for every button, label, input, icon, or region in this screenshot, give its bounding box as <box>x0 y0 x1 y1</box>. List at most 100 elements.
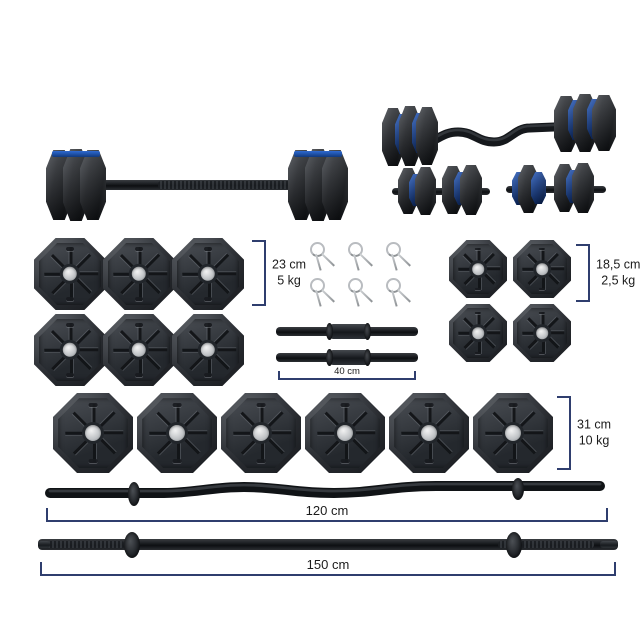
product-title: Adjustable barbell and dumbbell weight s… <box>0 21 1 22</box>
straight-bar-tip-right <box>600 541 618 548</box>
dimension-weight-label: 10 kg <box>578 433 610 447</box>
curl-bar-collar-left <box>128 482 140 506</box>
dimension-size-label: 31 cm <box>577 417 612 432</box>
barbell-plate-stack-right <box>288 148 350 222</box>
bracket-arm-bottom <box>252 294 266 306</box>
handle-collar-right <box>364 349 371 366</box>
weight-plate-5kg <box>34 314 106 386</box>
weight-plate-5kg <box>103 314 175 386</box>
spring-collar-clip <box>384 278 412 308</box>
stack-plate <box>415 167 436 215</box>
dumbbell-handle-1 <box>276 322 418 340</box>
spring-collar-clip <box>384 242 412 272</box>
dimension-curl-bar: 120 cm <box>40 498 614 522</box>
weight-plate-group-10kg <box>53 393 553 473</box>
straight-bar-knurling-right <box>498 541 594 548</box>
clip-leg <box>397 253 412 267</box>
bracket-arm-bottom <box>557 458 571 470</box>
clip-leg <box>321 253 336 267</box>
stack-plate-blue <box>531 172 546 204</box>
bracket-line <box>46 520 608 522</box>
straight-bar-tip-left <box>38 541 50 548</box>
stack-plate <box>460 165 482 215</box>
clip-leg <box>359 253 374 267</box>
dumbbell-handle <box>392 188 490 195</box>
weight-plate-10kg <box>305 393 385 473</box>
handle-collar-right <box>364 323 371 340</box>
bracket-tick-left <box>278 371 280 380</box>
bracket-tick-right <box>606 508 608 522</box>
handle-grip <box>330 350 368 365</box>
stack-plate <box>322 150 348 220</box>
dimension-length-label: 120 cm <box>298 503 356 518</box>
curl-bar-plate-stack-left <box>382 104 442 168</box>
spring-collar-clip <box>346 242 374 272</box>
weight-plate-5kg <box>34 238 106 310</box>
dimension-length-label: 40 cm <box>329 366 365 377</box>
dumbbell-plate-stack-left <box>510 164 554 214</box>
bracket-line <box>40 574 616 576</box>
straight-bar-collar-left <box>124 532 140 558</box>
weight-plate-5kg <box>172 314 244 386</box>
bracket-tick-right <box>414 371 416 380</box>
weight-plate-2-5kg <box>513 240 571 298</box>
bracket-stem <box>588 254 590 292</box>
dimension-weight-label: 2,5 kg <box>601 273 636 287</box>
straight-bar-shaft <box>38 539 618 550</box>
stack-plate <box>416 107 438 165</box>
straight-bar-collar-right <box>506 532 522 558</box>
bracket-arm-top <box>252 240 266 252</box>
dimension-size-label: 23 cm <box>272 257 307 272</box>
weight-plate-group-2-5kg <box>449 240 571 362</box>
weight-plate-10kg <box>221 393 301 473</box>
curl-bar-plate-stack-right <box>554 92 620 156</box>
stack-plate <box>592 95 616 151</box>
curl-bar <box>44 478 610 514</box>
bracket-tick-right <box>614 562 616 576</box>
handle-grip <box>330 324 368 339</box>
spring-collar-clip <box>308 242 336 272</box>
stack-plate <box>572 163 594 213</box>
dimension-size-label: 18,5 cm <box>596 257 640 272</box>
dumbbell-plate-stack-right <box>442 164 488 216</box>
dimension-plates-10kg: 31 cm 10 kg <box>557 396 627 470</box>
spring-collar-clip <box>308 278 336 308</box>
stack-blue-accent <box>52 151 100 157</box>
assembled-barbell <box>38 140 358 230</box>
bracket-arm-bottom <box>576 290 590 302</box>
weight-plate-5kg <box>103 238 175 310</box>
assembled-dumbbell-1 <box>386 160 496 222</box>
dimension-straight-bar: 150 cm <box>34 552 622 576</box>
curl-bar-collar-right <box>512 478 524 500</box>
bracket-arm-top <box>576 244 590 256</box>
dimension-plates-2-5kg: 18,5 cm 2,5 kg <box>576 244 640 302</box>
weight-plate-group-5kg <box>34 238 244 386</box>
dimension-dumbbell-handles: 40 cm <box>272 360 422 380</box>
bracket-stem <box>569 406 571 460</box>
weight-plate-10kg <box>53 393 133 473</box>
spring-collar-clip-group <box>308 242 418 308</box>
dumbbell-plate-stack-right <box>554 162 602 214</box>
straight-bar-knurling-left <box>46 541 124 548</box>
handle-collar-left <box>326 349 333 366</box>
dumbbell-handle-2 <box>276 348 418 366</box>
straight-bar <box>38 530 618 560</box>
stack-plate <box>80 150 106 220</box>
bracket-arm-top <box>557 396 571 408</box>
dimension-plates-5kg: 23 cm 5 kg <box>252 240 312 306</box>
weight-plate-5kg <box>172 238 244 310</box>
stack-blue-accent <box>294 151 342 157</box>
dumbbell-handle-group: 40 cm <box>276 322 418 382</box>
curl-bar-svg <box>45 481 605 499</box>
weight-plate-2-5kg <box>449 304 507 362</box>
spring-collar-clip <box>346 278 374 308</box>
barbell-knurling <box>158 181 303 189</box>
bracket-tick-left <box>46 508 48 522</box>
bracket-stem <box>264 250 266 296</box>
dimension-weight-label: 5 kg <box>277 273 301 287</box>
weight-plate-10kg <box>137 393 217 473</box>
weight-plate-2-5kg <box>513 304 571 362</box>
assembled-dumbbell-2 <box>500 158 612 220</box>
dimension-length-label: 150 cm <box>299 557 357 572</box>
bracket-tick-left <box>40 562 42 576</box>
